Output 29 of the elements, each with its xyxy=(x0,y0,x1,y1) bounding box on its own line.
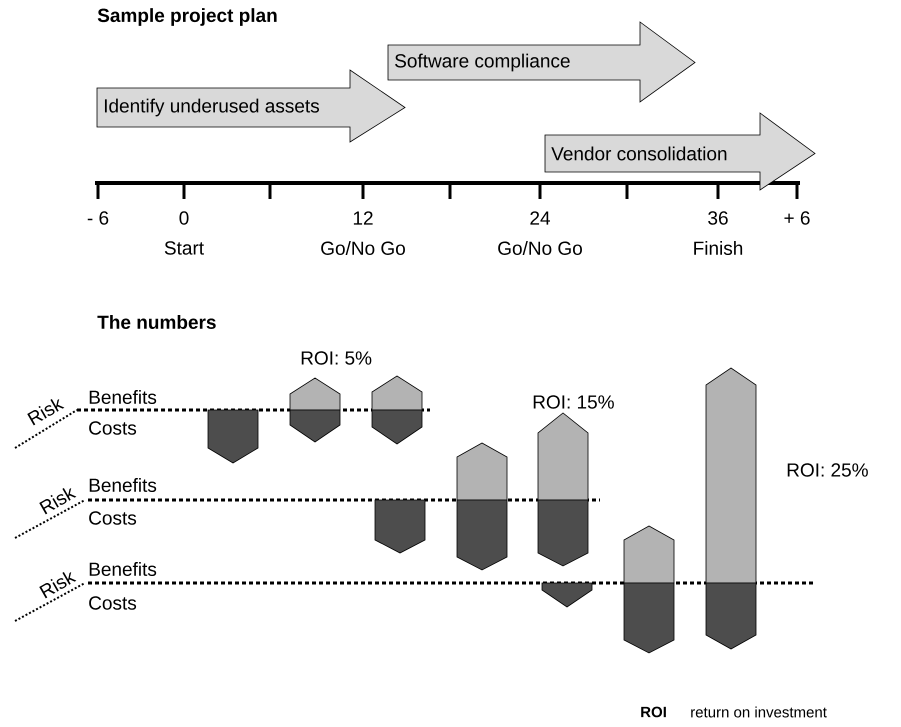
row-label: Benefits xyxy=(90,562,156,576)
roi-label: ROI: 15% xyxy=(534,395,614,409)
section-heading: The numbers xyxy=(97,315,216,329)
risk-label: Risk xyxy=(39,488,76,514)
abbreviation: ROI xyxy=(641,706,666,718)
tick-label: 0 xyxy=(179,211,189,225)
row-label: Costs xyxy=(89,511,136,525)
risk-label: Risk xyxy=(39,572,76,598)
risk-label: Risk xyxy=(27,399,64,426)
roi-label: ROI: 5% xyxy=(302,351,372,365)
roi-label: ROI: 25% xyxy=(788,463,868,477)
tick-label: 12 xyxy=(354,211,373,225)
tick-label: + 6 xyxy=(784,211,810,225)
row-label: Benefits xyxy=(90,390,156,404)
title: Sample project plan xyxy=(98,8,277,26)
row-label: Costs xyxy=(89,421,136,435)
task-bar: Software compliance xyxy=(388,21,696,103)
milestone-label: Go/No Go xyxy=(321,241,405,255)
milestone-label: Go/No Go xyxy=(498,241,582,255)
milestone-label: Finish xyxy=(694,241,742,255)
tick-label: 24 xyxy=(530,211,550,225)
task-bar: Vendor consolidation xyxy=(544,112,816,191)
row-label: Benefits xyxy=(90,478,156,492)
task-bar: Identify underused assets xyxy=(96,69,406,143)
milestone-label: Start xyxy=(164,241,204,255)
tick-label: - 6 xyxy=(88,211,108,225)
row-label: Costs xyxy=(89,596,136,610)
abbreviation-meaning: return on investment xyxy=(691,706,827,718)
tick-label: 36 xyxy=(708,211,728,225)
